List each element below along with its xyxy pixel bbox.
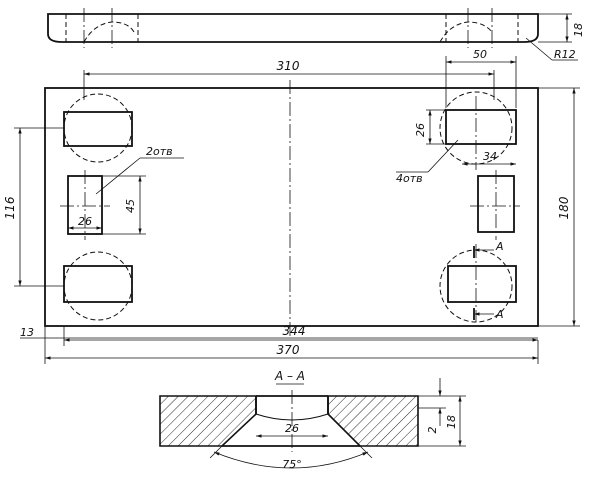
dim-13: 13 [20, 326, 34, 339]
dim-344: 344 [283, 324, 306, 338]
dim-26-small-slot: 26 [78, 215, 92, 228]
dim-18-section: 18 [445, 415, 458, 429]
plan-dimensions: 310 50 26 34 4отв 2отв 116 26 [3, 48, 580, 364]
dim-50: 50 [473, 48, 487, 61]
dim-26-section: 26 [285, 422, 299, 435]
dim-180: 180 [557, 196, 571, 219]
dim-116: 116 [3, 196, 17, 219]
section-mark-a-top: A [495, 240, 504, 253]
dim-angle-75: 75° [282, 458, 302, 471]
dim-370: 370 [277, 343, 300, 357]
section-title: A – A [274, 369, 305, 383]
dim-310: 310 [277, 59, 300, 73]
section-a-a-view: A – A 26 75° 2 18 [159, 369, 466, 471]
note-4-holes: 4отв [396, 172, 423, 185]
dim-18-top: 18 [572, 23, 585, 37]
note-2-holes: 2отв [146, 145, 173, 158]
plan-view [44, 80, 539, 336]
dim-radius: R12 [554, 48, 576, 61]
dim-26-vertical: 26 [414, 123, 427, 137]
dim-2: 2 [426, 427, 439, 434]
section-mark-a-bottom: A [495, 308, 504, 321]
top-profile-view: 18 R12 [47, 8, 585, 61]
dim-34: 34 [483, 150, 497, 163]
dim-45: 45 [124, 199, 137, 213]
